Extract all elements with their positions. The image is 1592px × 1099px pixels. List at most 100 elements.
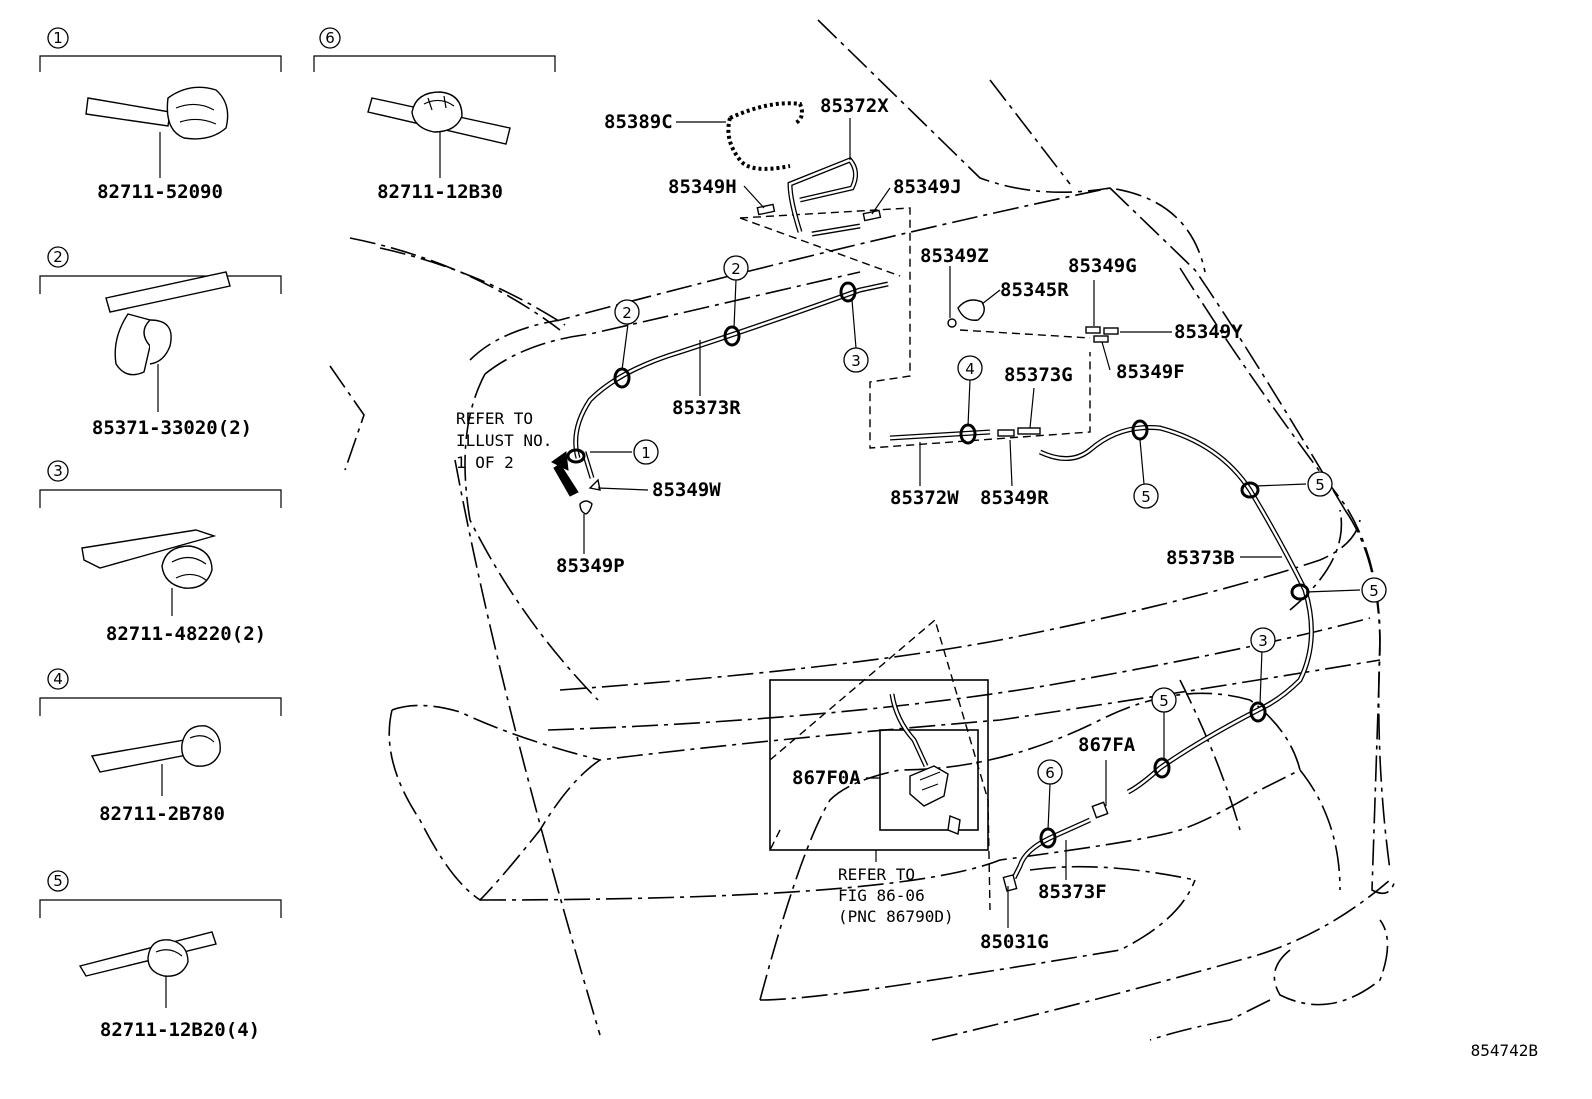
refer-illust-note: REFER TO ILLUST NO. 1 OF 2 xyxy=(456,409,552,472)
legend-part-number: 85371-33020(2) xyxy=(92,417,252,439)
legend-item-2: 2 85371-33020(2) xyxy=(39,246,282,439)
label-85373B: 85373B xyxy=(1166,547,1235,569)
label-867F0A: 867F0A xyxy=(792,767,861,789)
upper-inset xyxy=(726,101,1119,449)
label-85372X: 85372X xyxy=(820,95,889,117)
legend-part-number: 82711-12B30 xyxy=(377,181,503,203)
clamp-2-drawing xyxy=(105,271,231,376)
label-85349Y: 85349Y xyxy=(1174,321,1243,343)
svg-text:REFER TO: REFER TO xyxy=(456,409,533,428)
label-85373R: 85373R xyxy=(672,397,741,419)
label-85349J: 85349J xyxy=(893,176,962,198)
legend-index: 1 xyxy=(53,29,63,47)
hose-85372X xyxy=(787,157,861,237)
lower-inset xyxy=(769,618,991,911)
joint-85349F xyxy=(1093,335,1109,343)
legend-bracket xyxy=(313,55,556,72)
label-85345R: 85345R xyxy=(1000,279,1069,301)
legend-panel: 1 82711-52090 6 82711-12B30 xyxy=(39,27,556,1041)
check-valve-867F0A xyxy=(909,765,961,835)
clamp-1-drawing xyxy=(85,86,229,140)
clamp-4-drawing xyxy=(90,725,221,773)
svg-text:ILLUST NO.: ILLUST NO. xyxy=(456,431,552,450)
callout-circles: 2 2 3 1 4 5 5 5 3 5 6 xyxy=(614,255,1387,785)
svg-text:1 OF 2: 1 OF 2 xyxy=(456,453,514,472)
svg-text:6: 6 xyxy=(1045,764,1055,782)
inset-inner-frame xyxy=(879,729,979,831)
svg-text:5: 5 xyxy=(1159,692,1169,710)
joint-85349G xyxy=(1085,326,1101,334)
vehicle-body-outline xyxy=(329,19,1396,1041)
label-85349F: 85349F xyxy=(1116,361,1185,383)
callout-5: 5 xyxy=(1151,687,1177,713)
legend-index: 6 xyxy=(325,29,335,47)
clamp-3-drawing xyxy=(81,529,217,589)
joint-85349W xyxy=(588,478,601,491)
legend-index: 3 xyxy=(53,462,63,480)
svg-text:1: 1 xyxy=(641,444,651,462)
svg-text:2: 2 xyxy=(731,260,741,278)
label-85349Z: 85349Z xyxy=(920,245,989,267)
label-85349G: 85349G xyxy=(1068,255,1137,277)
refer-fig-note: REFER TO FIG 86-06 (PNC 86790D) xyxy=(838,865,954,926)
hose-coil-85389C xyxy=(726,101,804,171)
legend-part-number: 82711-52090 xyxy=(97,181,223,203)
legend-bracket xyxy=(39,899,282,918)
label-85373F: 85373F xyxy=(1038,881,1107,903)
hose-routing xyxy=(573,281,1314,892)
svg-text:REFER TO: REFER TO xyxy=(838,865,915,884)
valve-867FA xyxy=(1091,801,1109,819)
legend-bracket xyxy=(39,489,282,508)
label-85372W: 85372W xyxy=(890,487,959,509)
svg-text:5: 5 xyxy=(1369,582,1379,600)
legend-bracket xyxy=(39,275,282,294)
callout-5: 5 xyxy=(1361,577,1387,603)
label-867FA: 867FA xyxy=(1078,734,1136,756)
legend-part-number: 82711-12B20(4) xyxy=(100,1019,260,1041)
callout-2: 2 xyxy=(723,255,749,281)
label-85373G: 85373G xyxy=(1004,364,1073,386)
legend-index: 4 xyxy=(53,670,63,688)
joint-85349R xyxy=(997,429,1015,437)
svg-text:5: 5 xyxy=(1141,488,1151,506)
clamp-5-drawing xyxy=(78,931,217,977)
drawing-id: 854742B xyxy=(1471,1041,1538,1060)
legend-index: 5 xyxy=(53,872,63,890)
label-85349H: 85349H xyxy=(668,176,737,198)
callout-2: 2 xyxy=(614,299,640,325)
legend-item-4: 4 82711-2B780 xyxy=(39,668,282,825)
svg-text:2: 2 xyxy=(622,304,632,322)
nozzle-85345R xyxy=(957,299,985,321)
svg-text:4: 4 xyxy=(965,360,975,378)
joint-85031G xyxy=(1002,874,1018,892)
legend-bracket xyxy=(39,55,282,72)
clamp-6-drawing xyxy=(367,91,511,145)
legend-bracket xyxy=(39,697,282,716)
joint-85349P xyxy=(579,500,593,515)
legend-item-6: 6 82711-12B30 xyxy=(313,27,556,203)
legend-item-5: 5 82711-12B20(4) xyxy=(39,870,282,1041)
svg-text:FIG 86-06: FIG 86-06 xyxy=(838,886,925,905)
callout-3: 3 xyxy=(1250,627,1276,653)
svg-text:3: 3 xyxy=(851,352,861,370)
svg-text:(PNC 86790D): (PNC 86790D) xyxy=(838,907,954,926)
label-85349R: 85349R xyxy=(980,487,1049,509)
callout-4: 4 xyxy=(957,355,983,381)
callout-3: 3 xyxy=(843,347,869,373)
legend-item-3: 3 82711-48220(2) xyxy=(39,460,282,645)
legend-item-1: 1 82711-52090 xyxy=(39,27,282,203)
cap-85349Z xyxy=(947,318,957,328)
refer-arrow-icon xyxy=(551,451,579,497)
leader-lines xyxy=(583,118,1361,928)
legend-part-number: 82711-2B780 xyxy=(99,803,225,825)
label-85349W: 85349W xyxy=(652,479,721,501)
label-85031G: 85031G xyxy=(980,931,1049,953)
hose-clips xyxy=(566,281,1310,849)
callout-1: 1 xyxy=(633,439,659,465)
joint-85349H xyxy=(756,203,776,216)
callout-5: 5 xyxy=(1307,471,1333,497)
joint-85349Y xyxy=(1103,327,1119,335)
svg-text:5: 5 xyxy=(1315,476,1325,494)
inset-frame xyxy=(769,679,989,851)
